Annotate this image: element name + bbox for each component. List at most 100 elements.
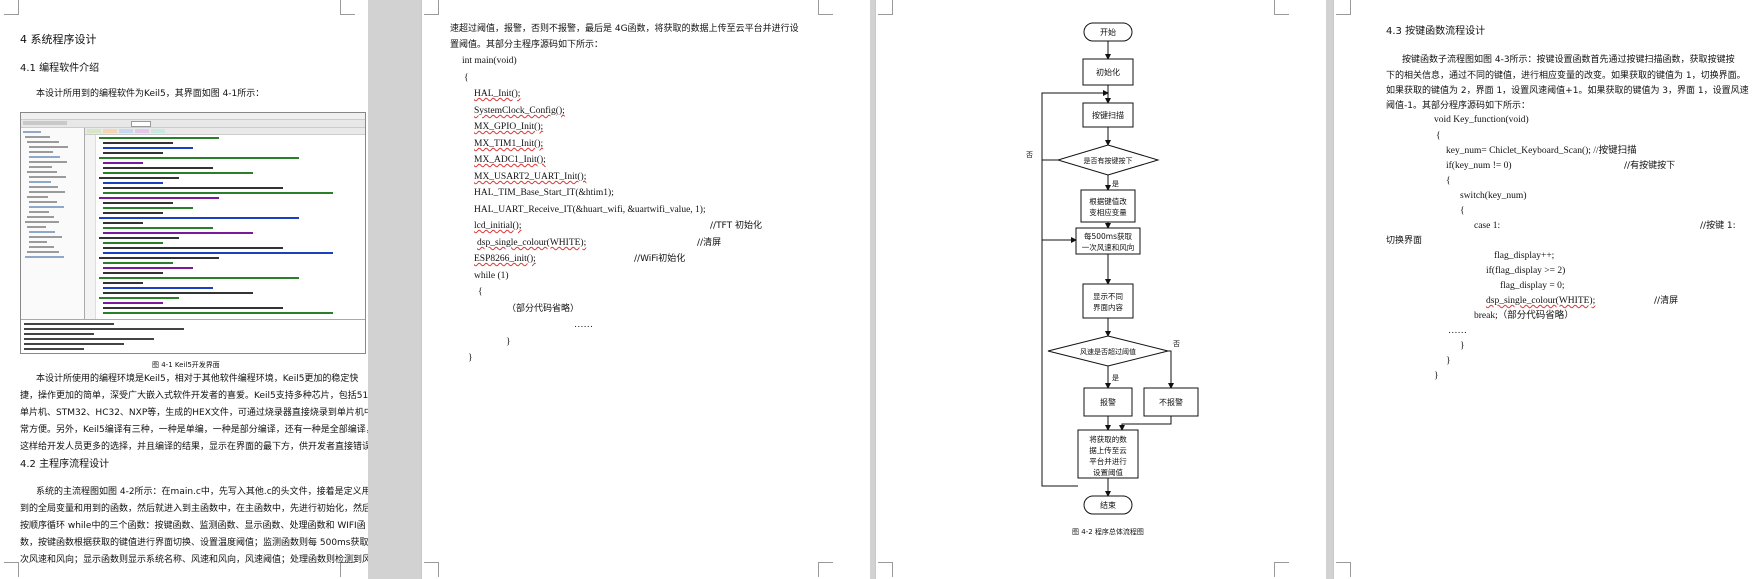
editor-code-row [99, 177, 179, 179]
corner-mark [4, 0, 19, 15]
corner-mark [340, 0, 355, 15]
code-line: { [464, 73, 469, 83]
key-action-box [1080, 189, 1136, 223]
figure-caption: 图 4-2 程序总体流程图 [1072, 527, 1144, 536]
paragraph-line: 下的相关信息，通过不同的键值，进行相应变量的改变。如果获取的键值为 1，切换界面… [1386, 71, 1746, 81]
code-line: if(flag_display >= 2) [1486, 266, 1566, 276]
build-output-row [24, 348, 84, 350]
code-comment: //按键 1: [1700, 221, 1736, 231]
corner-mark [424, 562, 439, 577]
editor-code-row [103, 167, 213, 169]
editor-code-row [103, 287, 213, 289]
editor-code-row [103, 272, 163, 274]
editor-code-row [103, 302, 163, 304]
corner-mark [1336, 562, 1351, 577]
display-box [1082, 283, 1134, 319]
project-tree-row [27, 141, 59, 143]
no-label: 否 [1026, 151, 1033, 159]
editor-code-row [99, 197, 219, 199]
paragraph-line: 单片机、STM32、HC32、NXP等，生成的HEX文件，可通过烧录器直接烧录到… [20, 408, 368, 418]
project-tree-row [29, 191, 65, 193]
code-line: case 1: [1474, 221, 1501, 231]
code-comment: //清屏 [697, 238, 722, 248]
paragraph-line: 数，按键函数根据获取的键值进行界面切换、设置温度阈值；监测函数则每 500ms获… [20, 538, 368, 548]
key-action-label: 根据键值改变相应变量 [1089, 196, 1127, 217]
paragraph-line: 如果获取的键值为 2，界面 1，设置风速阈值+1。如果获取的键值为 3，界面 1… [1386, 86, 1749, 96]
build-output-row [24, 333, 94, 335]
code-line: switch(key_num) [1460, 191, 1527, 201]
editor-code-row [103, 312, 333, 314]
corner-mark [4, 562, 19, 577]
editor-code-row [103, 147, 193, 149]
project-tree-row [29, 231, 55, 233]
page-4: 4.3 按键函数流程设计 按键函数子流程图如图 4-3所示：按键设置函数首先通过… [1334, 0, 1760, 579]
paragraph-line: 这样给开发人员更多的选择，并且编译的结果，显示在界面的最下方，供开发者直接错误。 [20, 442, 368, 452]
page-gap [368, 0, 422, 579]
project-tree-row [29, 206, 64, 208]
code-line: key_num= Chiclet_Keyboard_Scan(); //按键扫描 [1446, 146, 1637, 156]
code-line: } [506, 337, 511, 347]
start-label: 开始 [1100, 27, 1116, 37]
ide-toolbar [21, 120, 365, 128]
editor-code-row [99, 257, 219, 259]
build-output-row [24, 323, 114, 325]
project-tree-row [23, 131, 41, 133]
code-line: int main(void) [462, 56, 517, 66]
speed-decision-label: 风速是否超过阈值 [1080, 347, 1136, 356]
editor-code-row [103, 267, 193, 269]
corner-mark [1274, 0, 1289, 15]
code-line: { [1436, 131, 1441, 141]
editor-code-row [103, 227, 213, 229]
project-tree-row [25, 136, 50, 138]
program-flowchart: 开始 初始化 按键扫描 是否有按键按下 是 否 根据键值改变相应变量 每500m… [1026, 22, 1199, 536]
section-heading-4-2: 4.2 主程序流程设计 [20, 459, 110, 470]
editor-code-row [99, 277, 299, 279]
corner-mark [878, 0, 893, 15]
code-comment: //有按键按下 [1624, 161, 1676, 171]
editor-code-row [99, 237, 179, 239]
no-alarm-label: 不报警 [1159, 397, 1183, 407]
editor-code-row [103, 282, 143, 284]
page-3: 开始 初始化 按键扫描 是否有按键按下 是 否 根据键值改变相应变量 每500m… [876, 0, 1326, 579]
editor-code-row [99, 297, 179, 299]
alarm-label: 报警 [1100, 397, 1116, 407]
paragraph-line: 按键函数子流程图如图 4-3所示：按键设置函数首先通过按键扫描函数，获取按键按 [1402, 55, 1735, 65]
code-comment: //TFT 初始化 [710, 221, 762, 231]
code-line: HAL_TIM_Base_Start_IT(&htim1); [474, 188, 614, 198]
code-line: ESP8266_init(); [474, 254, 536, 264]
yes-label: 是 [1112, 180, 1119, 188]
code-comment: //WiFi初始化 [634, 254, 686, 264]
measure-box [1075, 227, 1141, 255]
scan-label: 按键扫描 [1092, 110, 1124, 120]
editor-code-row [103, 187, 283, 189]
project-tree-row [29, 236, 62, 238]
code-line: HAL_Init(); [474, 89, 521, 99]
code-line: MX_TIM1_Init(); [474, 139, 544, 149]
paragraph-line: 速超过阈值，报警，否则不报警，最后是 4G函数，将获取的数据上传至云平台并进行设 [450, 24, 799, 34]
editor-code-row [103, 232, 253, 234]
figure-caption: 图 4-1 Keil5开发界面 [152, 361, 220, 369]
editor-code-row [103, 222, 143, 224]
ide-menubar [21, 113, 365, 120]
scan-box [1082, 102, 1134, 128]
yes-label: 是 [1112, 374, 1119, 382]
code-line: if(key_num != 0) [1446, 161, 1512, 171]
code-line: MX_ADC1_Init(); [474, 155, 546, 165]
end-terminal [1083, 495, 1133, 515]
init-box [1082, 58, 1134, 86]
code-line: { [1446, 176, 1451, 186]
corner-mark [878, 562, 893, 577]
code-line: HAL_UART_Receive_IT(&huart_wifi, &uartwi… [474, 205, 706, 215]
code-line: } [468, 353, 473, 363]
editor-code-row [103, 202, 173, 204]
project-tree-row [29, 201, 57, 203]
project-tree-row [29, 241, 47, 243]
editor-code-row [103, 212, 163, 214]
measure-label: 每500ms获取一次风速和风向 [1082, 231, 1135, 252]
project-tree-row [29, 156, 60, 158]
ide-build-output [21, 319, 365, 353]
code-line: SystemClock_Config(); [474, 106, 565, 116]
ide-project-panel [21, 128, 85, 319]
code-comment: //清屏 [1654, 296, 1679, 306]
code-line: } [1434, 371, 1439, 381]
